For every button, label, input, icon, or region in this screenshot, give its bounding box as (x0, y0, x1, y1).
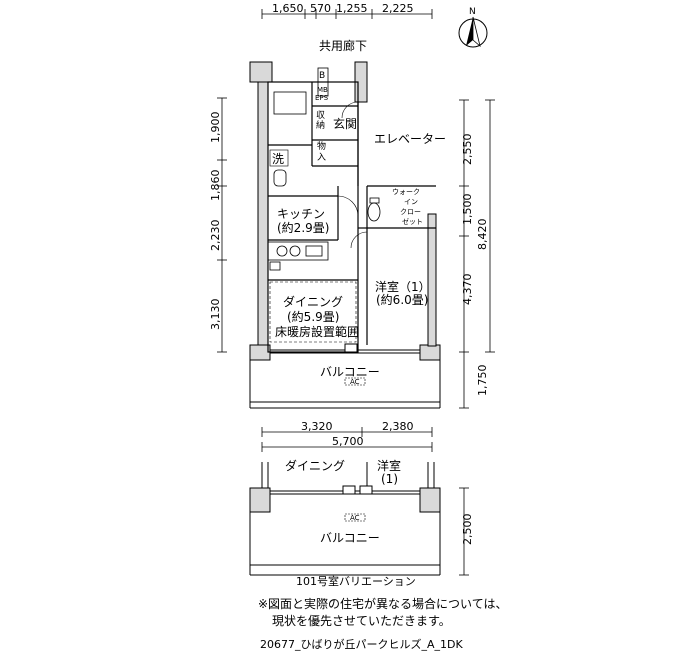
dining-area: (約5.9畳) (287, 309, 339, 324)
var-ac-unit-icon (344, 513, 366, 522)
var-bedroom-label-2: (1) (381, 472, 398, 486)
mb-label: MB (317, 86, 328, 94)
storage-label-2: 納 (316, 119, 325, 131)
elevator-label: エレベーター (374, 132, 446, 146)
dim-right-2: 1,500 (461, 194, 474, 226)
footnote: ※図面と実際の住宅が異なる場合については、 現状を優先させていただきます。 (258, 596, 507, 630)
washer-box (269, 149, 289, 167)
corridor-label: 共用廊下 (319, 38, 367, 53)
entrance-label: 玄関 (333, 116, 357, 131)
dim-top-2: 570 (310, 2, 331, 15)
bedroom-door-swing (350, 231, 368, 249)
main-walls (249, 61, 441, 361)
var-balcony-label: バルコニー (320, 531, 380, 545)
door-swing (337, 195, 359, 217)
variation-right-dimension (459, 487, 469, 576)
dim-bottom-total: 5,700 (332, 435, 364, 448)
variation-title: 101号室バリエーション (296, 574, 416, 588)
dim-right-3: 4,370 (461, 274, 474, 306)
dim-top-3: 1,255 (336, 2, 368, 15)
toilet-washer-icon (273, 169, 287, 187)
walkin-label-4: ゼット (402, 217, 423, 226)
ac-label: AC (350, 378, 360, 386)
interior-walls (267, 81, 436, 353)
fridge-icon (269, 261, 281, 271)
var-bedroom-label: 洋室 (377, 458, 401, 473)
dim-right-total: 8,420 (476, 219, 489, 251)
dim-bottom-2: 2,380 (382, 420, 414, 433)
variation-outline (249, 462, 441, 576)
dining-label: ダイニング (283, 294, 343, 309)
variation-walls (249, 487, 441, 513)
footnote-line-1: ※図面と実際の住宅が異なる場合については、 (258, 597, 508, 611)
stove-icon (276, 245, 288, 257)
bedroom-area: (約6.0畳) (376, 292, 428, 307)
toilet-tank-icon (369, 197, 380, 204)
left-dimension-line (217, 97, 227, 353)
balcony-outline (249, 360, 441, 409)
dim-right-1: 2,550 (461, 134, 474, 166)
footnote-line-2: 現状を優先させていただきます。 (272, 614, 451, 628)
plan-code: 20677_ひばりが丘パークヒルズ_A_1DK (260, 638, 463, 651)
dim-bottom-1: 3,320 (301, 420, 333, 433)
walkin-label-1: ウォーク (392, 188, 420, 196)
sink-icon (305, 245, 323, 257)
kitchen-counter (267, 241, 329, 261)
wash-label: 洗 (272, 152, 284, 166)
entrance-door-swing (341, 101, 359, 119)
b-label: B (319, 71, 325, 81)
dim-left-1: 1,900 (209, 112, 222, 144)
dim-left-2: 1,860 (209, 170, 222, 202)
north-label: N (469, 7, 476, 17)
dim-top-4: 2,225 (382, 2, 414, 15)
kitchen-area: (約2.9畳) (277, 220, 329, 235)
dim-left-3: 2,230 (209, 220, 222, 252)
floor-heating-area (269, 281, 357, 343)
stove-icon-2 (289, 245, 301, 257)
var-dining-label: ダイニング (285, 458, 345, 473)
north-arrow-icon: N (458, 7, 488, 48)
bedroom-label: 洋室（1） (375, 279, 431, 294)
dim-var-right: 2,500 (461, 514, 474, 546)
bathtub-icon (273, 91, 307, 115)
dim-right-4: 1,750 (476, 365, 489, 397)
right-dimension-line (459, 99, 495, 409)
walkin-label-3: クロー (400, 208, 421, 216)
walkin-label-2: イン (404, 198, 418, 206)
storage-label-1: 収 (316, 109, 325, 121)
storage2-label-2: 入 (317, 152, 326, 163)
ac-unit-icon (344, 377, 366, 386)
dim-top-1: 1,650 (272, 2, 304, 15)
toilet-icon (367, 202, 381, 222)
top-dimension-line (261, 9, 433, 19)
eps-label: EPS (315, 94, 329, 102)
var-ac-label: AC (350, 514, 360, 522)
mb-box (317, 67, 329, 97)
kitchen-label: キッチン (277, 207, 325, 221)
dim-left-4: 3,130 (209, 299, 222, 331)
bottom-dimension-line (261, 427, 433, 452)
storage2-label-1: 物 (317, 140, 326, 152)
balcony-window (270, 343, 420, 354)
balcony-label: バルコニー (320, 365, 380, 379)
floor-heating-label: 床暖房設置範囲 (275, 324, 359, 339)
